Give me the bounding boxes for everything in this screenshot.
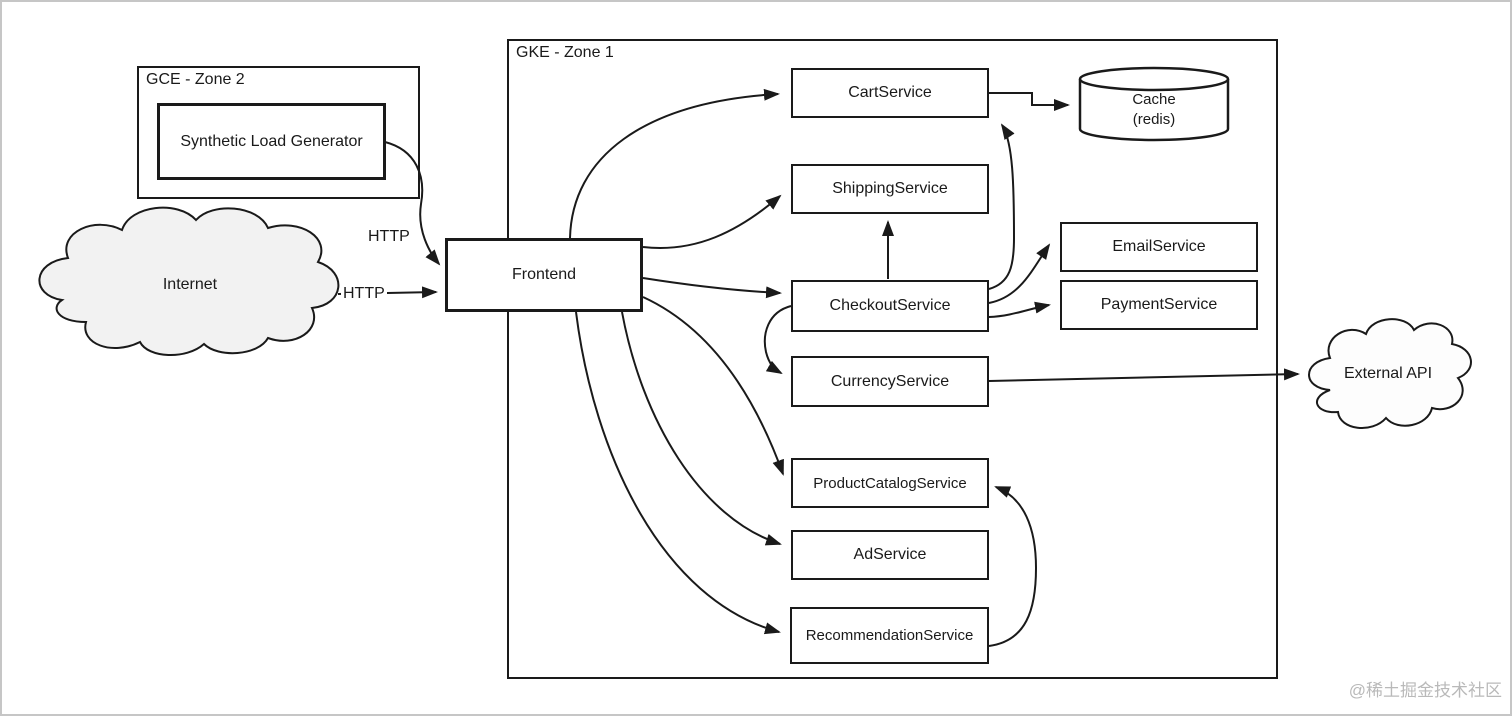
zone-gke: GKE - Zone 1: [507, 39, 1278, 679]
internet-cloud-shape: [38, 206, 340, 357]
edge-frontend-checkout: [642, 277, 782, 299]
node-checkout-service: CheckoutService: [791, 280, 989, 332]
http-label-internet: HTTP: [341, 285, 387, 303]
external-api-cloud-shape: [1308, 318, 1472, 430]
http-label-loadgen: HTTP: [368, 228, 410, 245]
edge-checkout-currency: [763, 305, 792, 374]
node-load-generator: Synthetic Load Generator: [157, 103, 386, 180]
node-currency-service-label: CurrencyService: [830, 372, 950, 390]
node-product-catalog-service-label: ProductCatalogService: [813, 474, 967, 492]
node-product-catalog-service: ProductCatalogService: [791, 458, 989, 508]
edge-frontend-ad: [621, 311, 782, 546]
node-cart-service-label: CartService: [848, 84, 932, 101]
zone-gce: GCE - Zone 2: [137, 66, 420, 199]
node-currency-service: CurrencyService: [791, 356, 989, 407]
node-ad-service: AdService: [791, 530, 989, 580]
edge-frontend-recommendation: [575, 311, 781, 635]
edge-checkout-cart: [988, 123, 1016, 290]
zone-gce-label: GCE - Zone 2: [146, 71, 245, 88]
edge-cart-cache: [989, 92, 1070, 111]
node-shipping-service-label: ShippingService: [832, 180, 948, 197]
node-frontend: Frontend: [445, 238, 643, 312]
external-api-cloud-label: External API: [1343, 365, 1433, 382]
node-checkout-service-label: CheckoutService: [829, 297, 951, 314]
edge-checkout-email: [988, 243, 1051, 304]
node-frontend-label: Frontend: [511, 266, 577, 283]
node-payment-service: PaymentService: [1060, 280, 1258, 330]
edge-recommendation-productcatalog: [988, 486, 1038, 647]
node-email-service-label: EmailService: [1112, 238, 1206, 255]
node-email-service: EmailService: [1060, 222, 1258, 272]
node-ad-service-label: AdService: [853, 546, 927, 563]
node-shipping-service: ShippingService: [791, 164, 989, 214]
edge-frontend-shipping: [642, 194, 782, 249]
node-payment-service-label: PaymentService: [1100, 296, 1218, 313]
cache-label-line2: (redis): [1132, 111, 1176, 128]
internet-cloud-label: Internet: [162, 276, 218, 293]
cache-cylinder-shape: [1078, 66, 1230, 142]
edge-frontend-productcatalog: [642, 296, 784, 476]
node-cart-service: CartService: [791, 68, 989, 118]
cache-label-line1: Cache: [1132, 91, 1176, 108]
zone-gke-label: GKE - Zone 1: [516, 44, 614, 61]
cache-label: Cache (redis): [1080, 90, 1228, 130]
edge-frontend-cart: [569, 88, 780, 239]
watermark: @稀土掘金技术社区: [1348, 681, 1502, 700]
edge-loadgen-frontend: [384, 141, 441, 266]
node-recommendation-service: RecommendationService: [790, 607, 989, 664]
node-load-generator-label: Synthetic Load Generator: [180, 132, 363, 150]
edge-currency-externalapi: [988, 368, 1300, 382]
edge-checkout-payment: [988, 301, 1051, 318]
node-recommendation-service-label: RecommendationService: [805, 627, 974, 644]
